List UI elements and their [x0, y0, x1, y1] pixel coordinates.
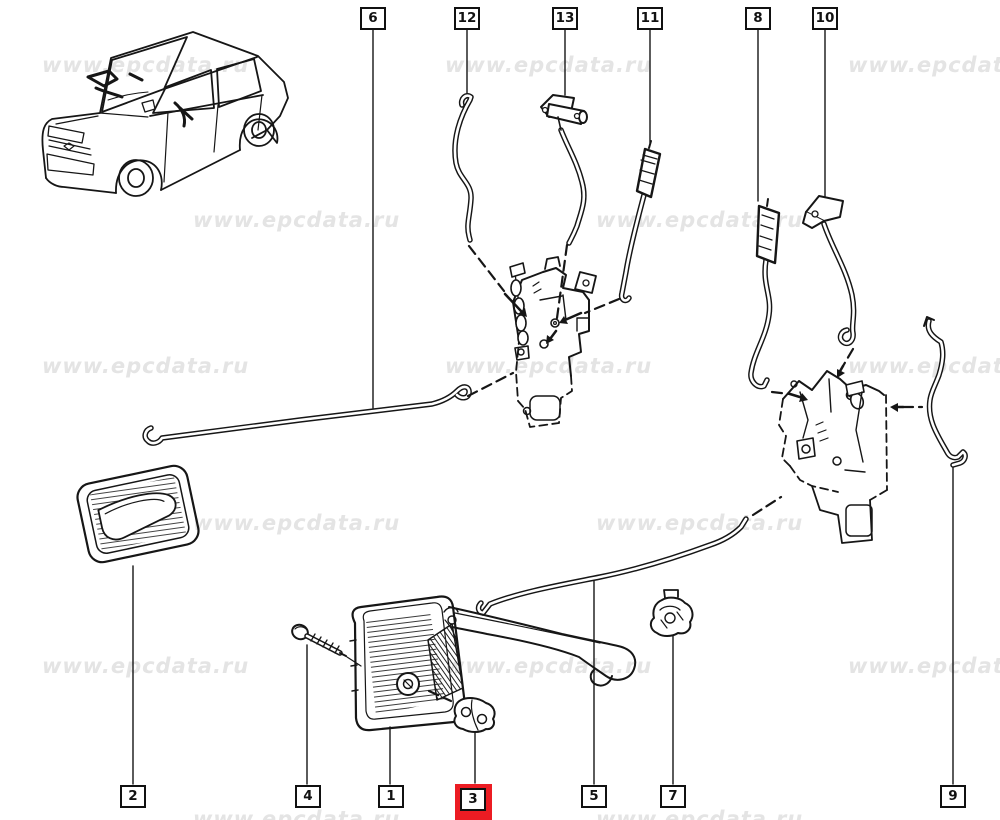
part-8-rod: [751, 198, 781, 387]
callout-9[interactable]: 9: [940, 785, 966, 808]
callout-5[interactable]: 5: [581, 785, 607, 808]
watermark: www.epcdata.ru: [42, 354, 250, 378]
part-5-rod: [479, 519, 746, 613]
callout-13[interactable]: 13: [552, 7, 578, 30]
rear-door-lock: [778, 364, 905, 544]
part-11-rod: [622, 140, 662, 300]
watermark: www.epcdata.ru: [445, 354, 653, 378]
watermark: www.epcdata.ru: [193, 807, 401, 820]
front-door-lock: [503, 256, 597, 428]
clip: [649, 589, 694, 637]
callout-7[interactable]: 7: [660, 785, 686, 808]
watermark: www.epcdata.ru: [848, 53, 1000, 77]
watermark: www.epcdata.ru: [193, 511, 401, 535]
exterior-handle: [349, 595, 637, 732]
callout-1[interactable]: 1: [378, 785, 404, 808]
assembly-dashed-lines: [427, 243, 924, 703]
part-12-rod: [455, 96, 471, 240]
watermark: www.epcdata.ru: [42, 53, 250, 77]
screw: [291, 623, 362, 667]
watermark: www.epcdata.ru: [445, 53, 653, 77]
callout-4[interactable]: 4: [295, 785, 321, 808]
watermark: www.epcdata.ru: [848, 654, 1000, 678]
callout-3-highlight[interactable]: 3: [455, 784, 492, 820]
callout-10[interactable]: 10: [812, 7, 838, 30]
callout-11[interactable]: 11: [637, 7, 663, 30]
callout-2[interactable]: 2: [120, 785, 146, 808]
watermark: www.epcdata.ru: [596, 511, 804, 535]
watermark: www.epcdata.ru: [445, 654, 653, 678]
callout-12[interactable]: 12: [454, 7, 480, 30]
watermark: www.epcdata.ru: [848, 354, 1000, 378]
callout-8[interactable]: 8: [745, 7, 771, 30]
callout-6[interactable]: 6: [360, 7, 386, 30]
watermark: www.epcdata.ru: [596, 807, 804, 820]
car-illustration: [41, 31, 289, 197]
bushing: [453, 697, 496, 733]
part-9-rod: [923, 316, 965, 465]
callout-3[interactable]: 3: [460, 788, 486, 811]
watermark: www.epcdata.ru: [193, 208, 401, 232]
part-6-rod: [145, 387, 469, 443]
part-10-rod: [802, 195, 854, 343]
interior-handle: [76, 464, 200, 564]
part-13-rod: [540, 94, 588, 243]
watermark: www.epcdata.ru: [42, 654, 250, 678]
